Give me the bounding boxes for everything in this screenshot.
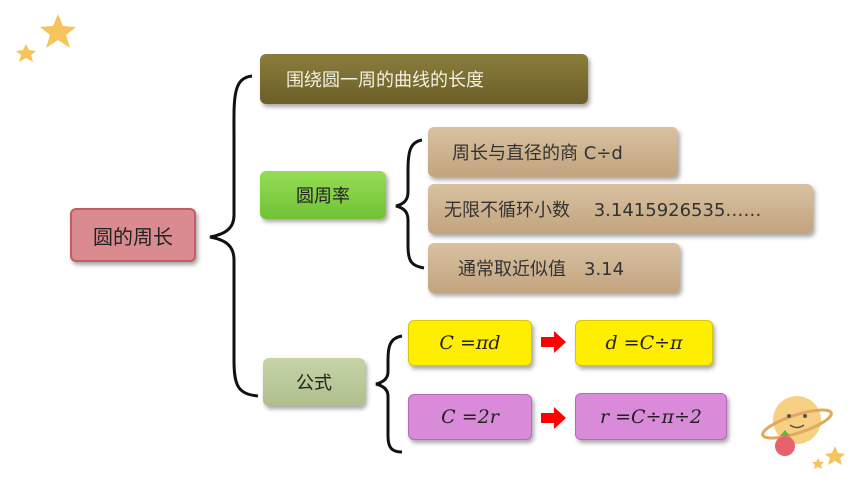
pi-item-label: 无限不循环小数 3.1415926535…… <box>444 200 762 221</box>
formula-text: C =πd <box>439 332 501 354</box>
arrow-icon-1 <box>541 331 566 353</box>
pi-item-infinite-decimal: 无限不循环小数 3.1415926535…… <box>428 184 813 234</box>
formula-node: 公式 <box>263 358 365 406</box>
root-label: 圆的周长 <box>93 224 173 249</box>
arrow-icon-2 <box>541 407 566 429</box>
formula-label: 公式 <box>296 373 332 394</box>
pi-item-approximation: 通常取近似值 3.14 <box>428 243 680 293</box>
formula-circumference-radius: C =2r <box>408 394 532 440</box>
planet-decoration-icon <box>761 396 845 469</box>
pi-brace <box>395 138 425 270</box>
formula-diameter: d =C÷π <box>575 320 713 366</box>
pi-label: 圆周率 <box>296 186 350 207</box>
formula-brace <box>375 334 403 454</box>
formula-radius: r =C÷π÷2 <box>575 393 727 440</box>
pi-item-label: 周长与直径的商 C÷d <box>452 143 623 164</box>
pi-item-quotient: 周长与直径的商 C÷d <box>428 127 678 177</box>
formula-text: r =C÷π÷2 <box>600 405 702 428</box>
pi-node: 圆周率 <box>260 171 386 219</box>
formula-text: C =2r <box>441 406 499 428</box>
star-decoration-icon <box>16 14 76 62</box>
definition-label: 围绕圆一周的曲线的长度 <box>286 70 484 91</box>
main-brace <box>209 74 259 398</box>
formula-circumference-diameter: C =πd <box>408 320 532 366</box>
definition-node: 围绕圆一周的曲线的长度 <box>260 54 588 104</box>
formula-text: d =C÷π <box>605 332 683 354</box>
pi-item-label: 通常取近似值 3.14 <box>458 259 625 280</box>
root-node-circumference: 圆的周长 <box>70 208 196 262</box>
